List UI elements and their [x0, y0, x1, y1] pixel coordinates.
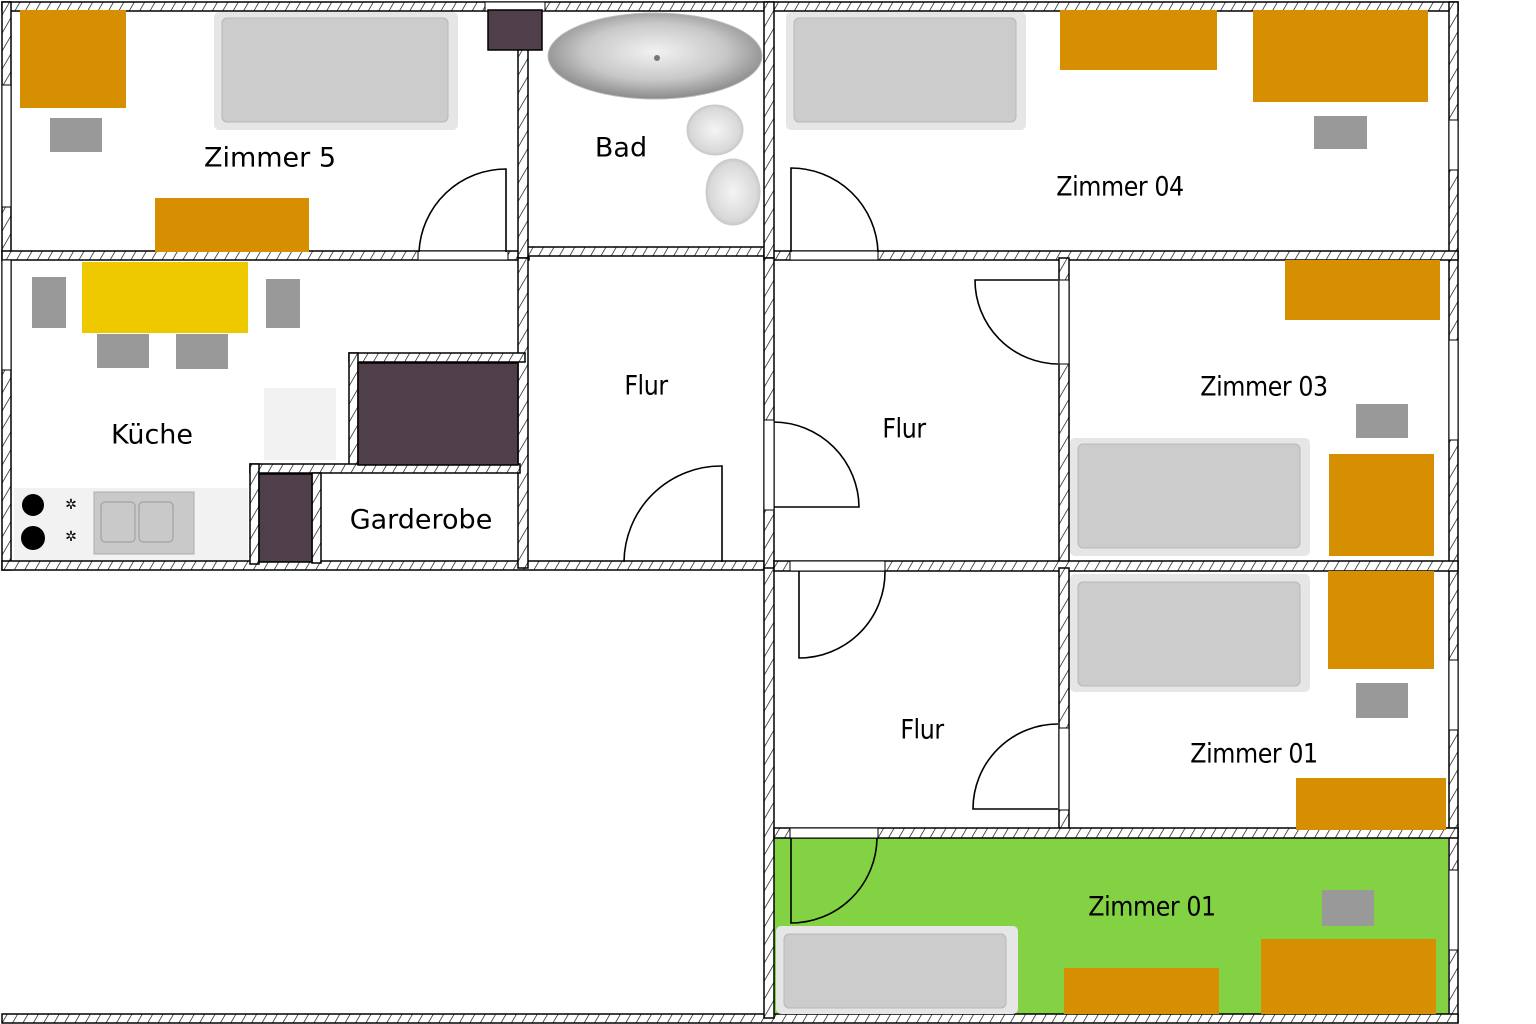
sink	[705, 158, 761, 226]
bed	[1070, 574, 1310, 692]
svg-text:✲: ✲	[65, 497, 77, 513]
walls	[1, 1, 1459, 1024]
desk	[1064, 968, 1219, 1014]
kitchen-sink	[93, 491, 195, 555]
chair	[97, 334, 149, 368]
fridge	[264, 388, 336, 460]
wardrobe	[258, 473, 313, 563]
chair	[32, 277, 66, 328]
room-label-garderobe: Garderobe	[349, 504, 493, 536]
room-label-bad: Bad	[594, 132, 648, 164]
chair	[1322, 890, 1374, 926]
desk	[1296, 778, 1446, 830]
room-label-zimmer-03: Zimmer 03	[1200, 371, 1328, 403]
desk	[1285, 260, 1440, 320]
desk	[20, 10, 126, 108]
room-label-zimmer-01: Zimmer 01	[1190, 738, 1318, 770]
dining-table	[82, 262, 248, 333]
room-label-zimmer-01-highlighted: Zimmer 01	[1088, 891, 1216, 923]
bed	[1070, 438, 1310, 556]
room-label-zimmer-5: Zimmer 5	[203, 142, 337, 174]
chair	[176, 334, 228, 369]
svg-text:✲: ✲	[65, 529, 77, 545]
desk	[1060, 10, 1217, 70]
wardrobe	[487, 9, 543, 51]
toilet	[686, 104, 744, 156]
desk	[1261, 939, 1436, 1014]
desk	[1329, 454, 1434, 556]
desk	[1328, 571, 1434, 669]
room-label-zimmer-04: Zimmer 04	[1056, 171, 1184, 203]
desk	[155, 198, 309, 252]
chair	[1356, 683, 1408, 718]
bed	[214, 12, 458, 130]
bed	[776, 926, 1018, 1014]
room-label-flur: Flur	[624, 370, 668, 402]
desk	[1253, 10, 1428, 102]
wardrobe	[357, 362, 519, 466]
chair	[266, 279, 300, 328]
room-label-flur: Flur	[882, 413, 926, 445]
door-openings	[1, 1, 1459, 951]
stove-burner	[22, 494, 44, 516]
door-swings	[418, 167, 1059, 924]
stove-burner	[21, 526, 45, 550]
chair	[50, 118, 102, 152]
bed	[786, 12, 1026, 130]
room-label-kueche: Küche	[110, 419, 194, 451]
chair	[1356, 404, 1408, 438]
room-label-flur: Flur	[900, 714, 944, 746]
chair	[1314, 116, 1367, 149]
